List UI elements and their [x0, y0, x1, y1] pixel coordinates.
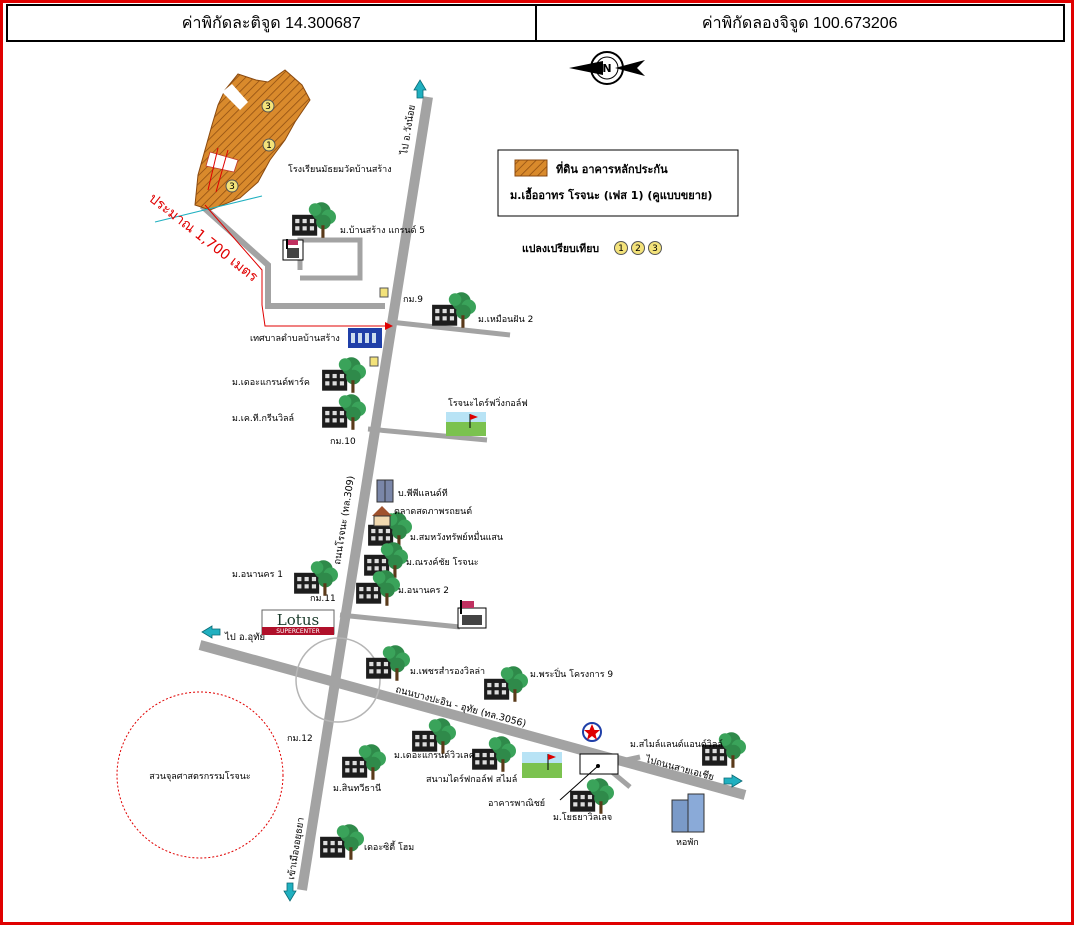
svg-text:1: 1 [266, 141, 272, 151]
commercial-building-icon [559, 753, 619, 801]
arrow-left-icon [201, 625, 221, 639]
compass-north-letter: N [602, 62, 611, 75]
svg-text:ม.สินทวีธานี: ม.สินทวีธานี [333, 783, 381, 794]
svg-text:SUPERCENTER: SUPERCENTER [276, 628, 320, 635]
svg-text:สนามไดร์ฟกอล์ฟ สไมล์: สนามไดร์ฟกอล์ฟ สไมล์ [426, 773, 517, 785]
legend-plot-swatch [514, 159, 548, 177]
landmark-icons: Lotus SUPERCENTER [261, 202, 746, 860]
svg-text:ม.เพชรสำรองวิลล่า: ม.เพชรสำรองวิลล่า [410, 666, 485, 677]
coordinate-bar: ค่าพิกัดละติจูด 14.300687 ค่าพิกัดลองจิจ… [6, 4, 1065, 42]
arrow-right-icon [723, 774, 743, 788]
school-icon [282, 239, 304, 261]
sign-icon [369, 356, 379, 367]
km-marker-9: กม.9 [403, 295, 423, 305]
svg-text:3: 3 [265, 102, 271, 112]
market-icon [372, 506, 392, 527]
svg-text:อาคารพาณิชย์: อาคารพาณิชย์ [488, 797, 545, 809]
legend-subject-title: ที่ดิน อาคารหลักประกัน [556, 161, 668, 176]
svg-text:หอพัก: หอพัก [676, 838, 699, 848]
sign-icon [379, 287, 389, 298]
svg-text:เดอะซิตี้ โฮม: เดอะซิตี้ โฮม [364, 840, 414, 853]
compass-icon: N [569, 51, 645, 85]
svg-text:บ.พีพีแลนด์ที: บ.พีพีแลนด์ที [398, 487, 448, 499]
svg-text:โรงเรียนมัธยมวัดบ้านสร้าง: โรงเรียนมัธยมวัดบ้านสร้าง [288, 164, 392, 175]
legend: ที่ดิน อาคารหลักประกัน ม.เอื้ออาทร โรจนะ… [497, 149, 739, 217]
park-area: สวนจุลศาสตรกรรมโรจนะ [116, 691, 284, 859]
subject-land-plots[interactable]: 3 1 3 [194, 69, 311, 211]
svg-text:2: 2 [635, 244, 641, 254]
km-markers: กม.9 กม.10 กม.11 กม.12 [287, 295, 423, 744]
temple-icon [457, 600, 487, 629]
svg-text:ม.พระปิ่น โครงการ 9: ม.พระปิ่น โครงการ 9 [530, 667, 613, 680]
svg-text:ม.ณรงค์ชัย โรจนะ: ม.ณรงค์ชัย โรจนะ [406, 556, 479, 568]
golf-course-icon [522, 752, 562, 778]
svg-text:ม.สมหวังทรัพย์หมื่นแสน: ม.สมหวังทรัพย์หมื่นแสน [410, 530, 503, 543]
svg-text:ม.โยธยาวิลเลจ: ม.โยธยาวิลเลจ [553, 812, 612, 823]
svg-text:Lotus: Lotus [277, 611, 319, 629]
km-marker-10: กม.10 [330, 437, 356, 447]
road-bangpain-uthai[interactable] [198, 640, 747, 800]
svg-text:1: 1 [618, 244, 624, 254]
comparables-label: แปลงเปรียบเทียบ [522, 242, 599, 255]
svg-text:ม.เหมือนฝัน 2: ม.เหมือนฝัน 2 [478, 314, 533, 325]
office-building-icon [376, 479, 394, 503]
svg-text:ม.อนานคร 2: ม.อนานคร 2 [398, 586, 449, 596]
svg-text:ตลาดสดภาพรถยนต์: ตลาดสดภาพรถยนต์ [394, 505, 472, 517]
lotus-logo: Lotus SUPERCENTER [261, 609, 335, 635]
svg-text:ม.เดอะแกรนด์วิวเลค: ม.เดอะแกรนด์วิวเลค [394, 749, 475, 761]
km-marker-11: กม.11 [310, 594, 336, 604]
arrow-down-icon [283, 882, 297, 902]
svg-text:โรจนะไดร์ฟวิ่งกอล์ฟ: โรจนะไดร์ฟวิ่งกอล์ฟ [448, 396, 528, 409]
arrow-up-icon [413, 79, 427, 99]
km-marker-12: กม.12 [287, 734, 313, 744]
direction-arrows [201, 79, 743, 902]
longitude-readout: ค่าพิกัดลองจิจูด 100.673206 [534, 6, 1064, 40]
svg-text:เทศบาลตำบลบ้านสร้าง: เทศบาลตำบลบ้านสร้าง [250, 333, 340, 344]
park-label: สวนจุลศาสตรกรรมโรจนะ [149, 771, 251, 782]
dormitory-icon [671, 793, 705, 833]
svg-text:3: 3 [652, 244, 658, 254]
svg-text:ม.อนานคร 1: ม.อนานคร 1 [232, 570, 283, 580]
comparables-legend: แปลงเปรียบเทียบ 1 2 3 [522, 241, 662, 255]
road-rojana[interactable] [297, 96, 433, 891]
place-labels: โรงเรียนมัธยมวัดบ้านสร้าง ม.บ้านสร้าง แก… [232, 164, 723, 853]
svg-text:3: 3 [229, 182, 235, 192]
svg-text:ม.เค.ที.กรีนวิลล์: ม.เค.ที.กรีนวิลล์ [232, 412, 294, 424]
svg-text:ม.เดอะแกรนด์พาร์ค: ม.เดอะแกรนด์พาร์ค [232, 376, 310, 388]
svg-text:ม.สไมล์แลนด์แอนด์วิลล์: ม.สไมล์แลนด์แอนด์วิลล์ [630, 738, 723, 750]
distance-indicator: ประมาณ 1,700 เมตร [146, 191, 393, 330]
gas-station-icon [582, 722, 602, 742]
legend-project-name: ม.เอื้ออาทร โรจนะ (เฟส 1) (คูแบบขยาย) [510, 187, 712, 203]
municipality-icon [348, 328, 382, 348]
svg-text:ม.บ้านสร้าง แกรนด์ 5: ม.บ้านสร้าง แกรนด์ 5 [340, 224, 425, 236]
road-label-uthai: ไป อ.อุทัย [224, 631, 265, 643]
golf-course-icon [446, 412, 486, 436]
latitude-readout: ค่าพิกัดละติจูด 14.300687 [181, 14, 361, 32]
roundabout [295, 637, 381, 723]
